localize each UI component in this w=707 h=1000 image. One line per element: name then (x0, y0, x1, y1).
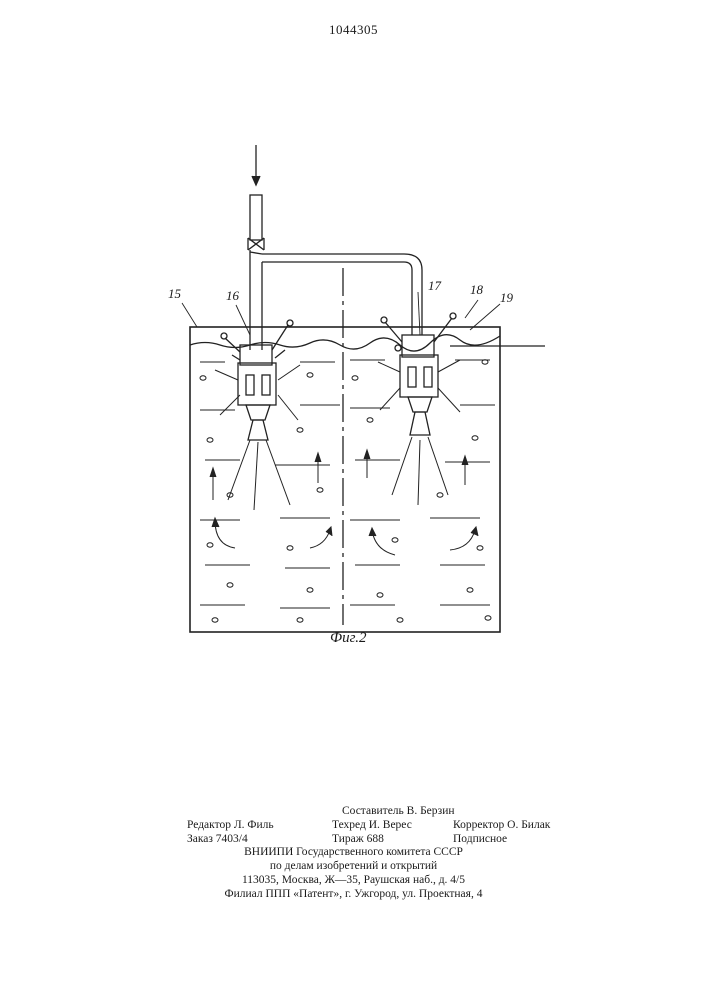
inlet-pipe (250, 195, 262, 240)
techred: Техред И. Верес (332, 818, 412, 832)
tank-outline (190, 327, 500, 632)
liquid-hatching (200, 360, 495, 608)
callout-17: 17 (428, 278, 441, 294)
subscription: Подписное (453, 832, 507, 846)
figure-caption: Фиг.2 (330, 630, 366, 647)
circulation: Тираж 688 (332, 832, 384, 846)
callout-18: 18 (470, 282, 483, 298)
org-line-2: по делам изобретений и открытий (0, 860, 707, 872)
editor: Редактор Л. Филь (187, 818, 274, 832)
left-nozzle-assembly (221, 320, 293, 440)
callout-15: 15 (168, 286, 181, 302)
org-line-1: ВНИИПИ Государственного комитета СССР (0, 846, 707, 858)
proofreader: Корректор О. Билак (453, 818, 550, 832)
compiler: Составитель В. Берзин (342, 804, 455, 818)
branch: Филиал ППП «Патент», г. Ужгород, ул. Про… (0, 888, 707, 900)
bubbles (200, 360, 491, 622)
callout-19: 19 (500, 290, 513, 306)
right-nozzle-assembly (381, 313, 456, 435)
callout-16: 16 (226, 288, 239, 304)
connecting-pipe (262, 262, 412, 335)
order: Заказ 7403/4 (187, 832, 248, 846)
address: 113035, Москва, Ж—35, Раушская наб., д. … (0, 874, 707, 886)
